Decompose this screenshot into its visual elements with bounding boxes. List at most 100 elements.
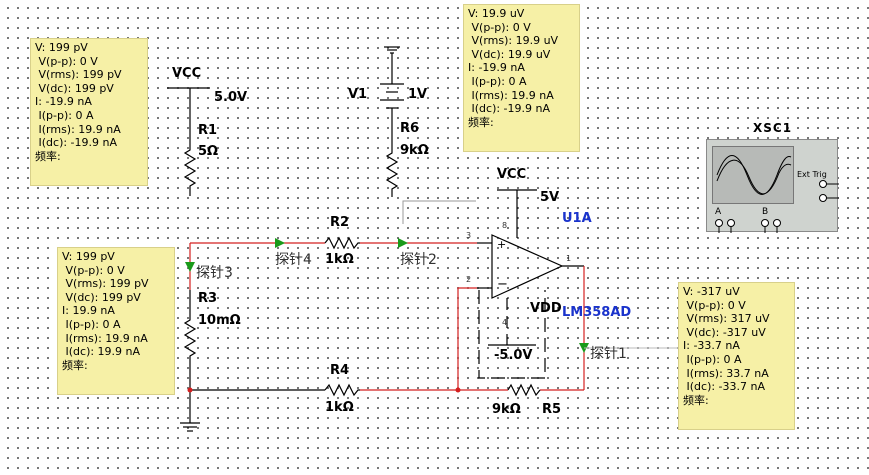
probe-line: I(rms): 19.9 nA xyxy=(35,122,121,136)
v1-battery[interactable] xyxy=(380,46,404,140)
probe-line: I(p-p): 0 A xyxy=(62,317,121,331)
probe-arrow-3[interactable] xyxy=(185,262,195,272)
probe-line: I(rms): 33.7 nA xyxy=(683,366,769,380)
probe-line: V(rms): 19.9 uV xyxy=(468,34,559,48)
probe-line: V(p-p): 0 V xyxy=(683,298,746,312)
probe-line: V(p-p): 0 V xyxy=(35,54,98,68)
opamp-u1a[interactable]: + − xyxy=(477,234,584,345)
vdd-label: VDD xyxy=(530,301,562,316)
probe-line: I(dc): 19.9 nA xyxy=(62,345,141,359)
probe-line: I(p-p): 0 A xyxy=(35,108,94,122)
r2-resistor[interactable] xyxy=(324,236,360,250)
probe-label-4[interactable]: 探针4 xyxy=(275,252,312,268)
r5-resistor[interactable] xyxy=(507,383,541,397)
probe-line: 频率: xyxy=(468,115,494,129)
probe-line: 频率: xyxy=(62,358,88,372)
pin-4-label: 4 xyxy=(502,318,508,327)
pin-2-label: 2 xyxy=(466,275,472,284)
probe-line: I: 19.9 nA xyxy=(62,304,115,318)
probe-line: V(rms): 199 pV xyxy=(62,277,149,291)
probe-line: V: 199 pV xyxy=(35,41,88,54)
probe-line: V(dc): 199 pV xyxy=(62,290,141,304)
r6-resistor[interactable] xyxy=(385,140,399,197)
probe-line: 频率: xyxy=(35,149,61,163)
channel-a-label: A xyxy=(715,207,722,217)
oscilloscope-screen xyxy=(712,146,794,204)
probe-line: I: -19.9 nA xyxy=(35,95,92,109)
probe-line: V: 199 pV xyxy=(62,250,115,263)
r2-value: 1kΩ xyxy=(325,252,354,267)
r6-value: 9kΩ xyxy=(400,143,429,158)
probe-label-3[interactable]: 探针3 xyxy=(196,265,233,281)
pin-3-label: 3 xyxy=(466,231,472,240)
oscilloscope-xsc1[interactable]: Ext Trig A B xyxy=(706,139,839,233)
vcc-opamp-symbol xyxy=(497,189,537,238)
probe-line: I: -19.9 nA xyxy=(468,61,525,75)
pin-8-label: 8 xyxy=(502,221,508,230)
u1a-label: U1A xyxy=(562,211,592,226)
probe-line: I(p-p): 0 A xyxy=(683,352,742,366)
probe-box-right: V: -317 uV V(p-p): 0 V V(rms): 317 uV V(… xyxy=(678,282,795,430)
probe-line: V(dc): 19.9 uV xyxy=(468,47,551,61)
vcc-opamp-value: 5V xyxy=(540,190,560,205)
r1-name: R1 xyxy=(198,123,218,138)
junction-dot-left xyxy=(187,387,193,393)
r4-resistor[interactable] xyxy=(324,383,360,397)
probe-line: V: 19.9 uV xyxy=(468,7,525,20)
vcc-top-symbol xyxy=(167,87,210,140)
probe-line: V: -317 uV xyxy=(683,285,740,298)
vcc-top-label: VCC xyxy=(172,66,202,81)
r6-name: R6 xyxy=(400,121,420,136)
xsc1-label: XSC1 xyxy=(753,121,793,135)
pin-1-label: 1 xyxy=(566,254,572,263)
probe-line: I(dc): -33.7 nA xyxy=(683,380,766,394)
r5-value: 9kΩ xyxy=(492,402,521,417)
ground-symbol xyxy=(180,422,200,432)
vdd-value: -5.0V xyxy=(494,348,533,363)
probe-box-top-center: V: 19.9 uV V(p-p): 0 V V(rms): 19.9 uV V… xyxy=(463,4,580,152)
vcc-opamp-label: VCC xyxy=(497,167,527,182)
v1-name: V1 xyxy=(348,87,368,102)
r4-value: 1kΩ xyxy=(325,400,354,415)
probe-line: I(rms): 19.9 nA xyxy=(62,331,148,345)
probe-line: V(p-p): 0 V xyxy=(468,20,531,34)
svg-text:+: + xyxy=(497,238,506,251)
probe-arrow-2[interactable] xyxy=(398,238,408,248)
r3-name: R3 xyxy=(198,291,218,306)
r1-resistor[interactable] xyxy=(183,140,197,196)
svg-text:−: − xyxy=(497,277,508,292)
probe-line: I(dc): -19.9 nA xyxy=(468,102,551,116)
probe-label-1[interactable]: 探针1 xyxy=(590,346,627,362)
probe-line: V(p-p): 0 V xyxy=(62,263,125,277)
vdd-dashed-symbol xyxy=(478,290,546,379)
r5-name: R5 xyxy=(542,402,562,417)
v1-value: 1V xyxy=(408,87,428,102)
probe-line: V(dc): -317 uV xyxy=(683,325,766,339)
probe-label-2[interactable]: 探针2 xyxy=(400,252,437,268)
probe-line: I: -33.7 nA xyxy=(683,339,740,353)
probe-line: 频率: xyxy=(683,393,709,407)
red-wires xyxy=(189,242,585,391)
probe-line: I(dc): -19.9 nA xyxy=(35,136,118,150)
probe-line: I(rms): 19.9 nA xyxy=(468,88,554,102)
oscilloscope-terminals xyxy=(715,180,839,233)
ext-trig-label: Ext Trig xyxy=(797,170,827,179)
junction-dot-feedback xyxy=(455,387,461,393)
r3-value: 10mΩ xyxy=(198,313,241,328)
probe-line: V(rms): 199 pV xyxy=(35,68,122,82)
r3-resistor[interactable] xyxy=(183,290,325,423)
vcc-top-value: 5.0V xyxy=(214,90,248,105)
r2-name: R2 xyxy=(330,215,350,230)
probe-arrow-4[interactable] xyxy=(275,238,285,248)
sine-wave-icon xyxy=(716,155,792,195)
lm358-label: LM358AD xyxy=(562,305,632,320)
r4-name: R4 xyxy=(330,363,350,378)
r1-value: 5Ω xyxy=(198,144,219,159)
probe-line: V(rms): 317 uV xyxy=(683,312,770,326)
probe-box-left-bottom: V: 199 pV V(p-p): 0 V V(rms): 199 pV V(d… xyxy=(57,247,175,395)
gray-wire-top xyxy=(402,200,476,224)
channel-b-label: B xyxy=(762,207,769,217)
probe-box-left-top: V: 199 pV V(p-p): 0 V V(rms): 199 pV V(d… xyxy=(30,38,148,186)
probe-line: V(dc): 199 pV xyxy=(35,81,114,95)
